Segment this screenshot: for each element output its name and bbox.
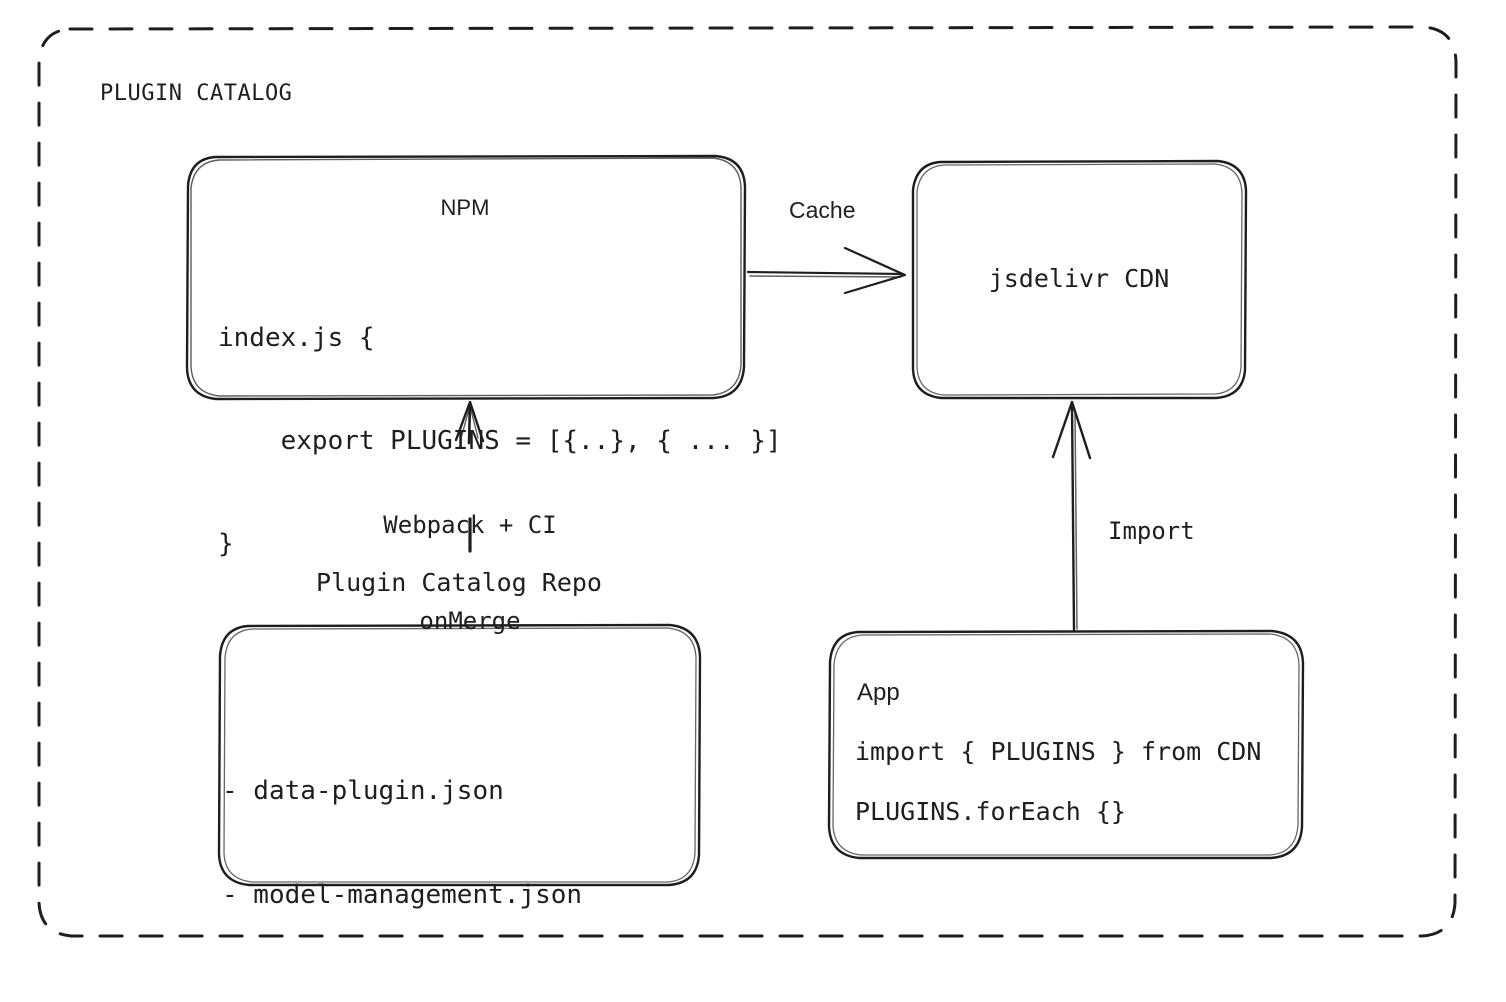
edge-label-import: Import — [1108, 517, 1195, 545]
arrow-app-to-cdn-head — [1051, 400, 1092, 460]
edge-label-cache: Cache — [789, 197, 856, 223]
arrow-app-to-cdn-shaft — [1070, 402, 1076, 632]
repo-file-item-2: - model-management.json — [222, 879, 583, 910]
repo-file-item-1: - data-plugin.json — [222, 776, 504, 807]
app-node-title: App — [857, 679, 900, 706]
repo-node-caption: Plugin Catalog Repo — [316, 568, 602, 597]
npm-code-line-3: } — [218, 528, 234, 559]
npm-node-title: NPM — [440, 195, 490, 220]
arrow-npm-to-cdn-head — [843, 246, 907, 295]
repo-file-item-3: ... — [222, 983, 269, 1002]
diagram-title: PLUGIN CATALOG — [100, 81, 293, 106]
repo-node-file-list: - data-plugin.json - model-management.js… — [222, 705, 582, 1002]
npm-node-code: index.js { export PLUGINS = [{..}, { ...… — [218, 252, 782, 629]
app-node-code-line-1: import { PLUGINS } from CDN — [855, 737, 1262, 766]
npm-code-line-1: index.js { — [218, 322, 375, 353]
arrow-app-to-cdn-shaft-second — [1074, 409, 1078, 630]
app-node-code-line-2: PLUGINS.forEach {} — [855, 797, 1126, 826]
edge-label-webpack-line-2: onMerge — [419, 606, 521, 635]
cdn-node-title: jsdelivr CDN — [988, 264, 1170, 293]
edge-label-webpack-line-1: Webpack + CI — [383, 510, 557, 539]
npm-code-line-2: export PLUGINS = [{..}, { ... }] — [218, 425, 782, 456]
edge-label-webpack-onmerge: Webpack + CI onMerge — [330, 446, 610, 701]
